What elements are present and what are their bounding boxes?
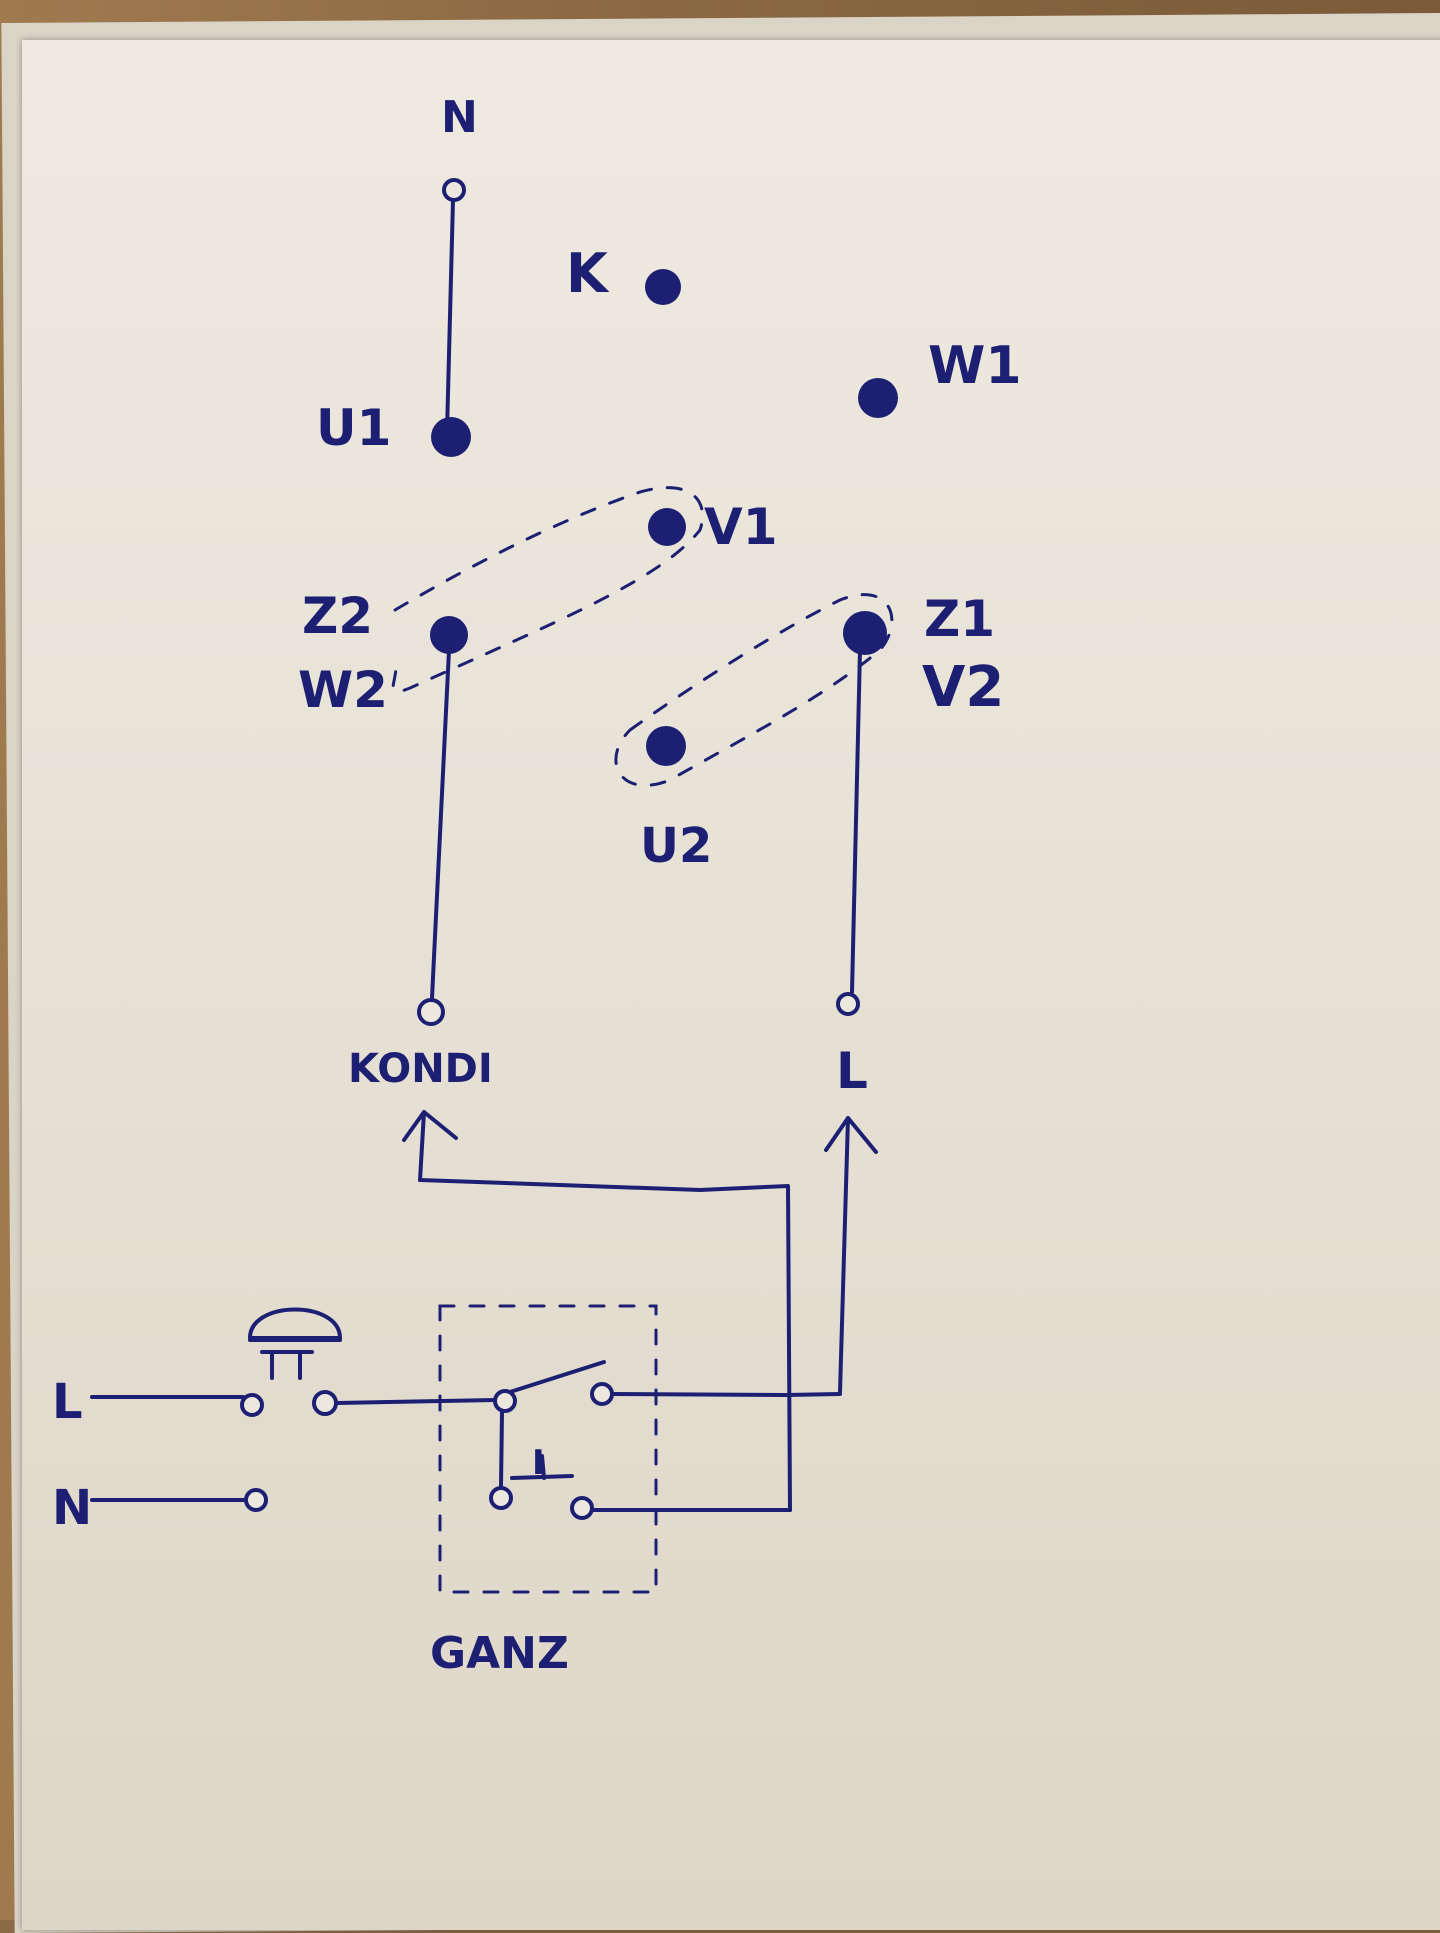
paper-sheet — [22, 40, 1440, 1930]
terminal-z1-v2 — [843, 611, 887, 655]
terminal-n-in — [244, 1488, 268, 1512]
switch-contact-i-right — [570, 1496, 594, 1520]
terminal-l-in — [240, 1393, 264, 1417]
wire-kondi-return — [418, 1178, 792, 1512]
label-k: K — [566, 242, 610, 305]
terminal-u2 — [646, 726, 686, 766]
label-l-terminal: L — [836, 1042, 868, 1100]
terminal-kondi — [417, 998, 445, 1026]
switch-contact-ii — [590, 1382, 614, 1406]
label-z1: Z1 — [924, 590, 995, 648]
terminal-v1 — [648, 508, 686, 546]
switch-stem — [499, 1410, 504, 1488]
terminal-l — [836, 992, 860, 1016]
label-v1: V1 — [704, 498, 778, 556]
stop-button-cap — [248, 1307, 342, 1340]
ganz-enclosure — [438, 1304, 658, 1594]
label-n-top: N — [441, 92, 478, 143]
label-z2: Z2 — [302, 587, 373, 645]
switch-blade — [508, 1360, 606, 1394]
switch-i-stem — [540, 1454, 546, 1480]
label-u1: U1 — [316, 399, 391, 457]
label-w1: W1 — [928, 336, 1022, 396]
wire-z1-l — [850, 648, 862, 994]
terminal-k — [645, 269, 681, 305]
arrow-to-kondi — [402, 1110, 458, 1182]
label-u2: U2 — [640, 818, 712, 874]
bridge-z2-v1 — [391, 486, 704, 694]
switch-contact-i-left — [489, 1486, 513, 1510]
wire-to-l-arrow — [784, 1392, 842, 1397]
terminal-u1 — [431, 417, 471, 457]
terminal-n-top — [442, 178, 466, 202]
wire-z2-kondi — [430, 648, 451, 1000]
wire-switch-ii — [610, 1392, 788, 1397]
bridge-z1-u2 — [614, 593, 894, 787]
label-switch-i: I — [532, 1443, 545, 1483]
label-w2: W2 — [298, 661, 388, 719]
terminal-l-out — [312, 1390, 338, 1416]
label-v2: V2 — [922, 655, 1004, 720]
arrow-to-l — [824, 1116, 878, 1394]
label-l-input: L — [52, 1374, 83, 1430]
label-n-input: N — [52, 1480, 92, 1536]
wire-n-u1 — [445, 198, 455, 434]
switch-common — [493, 1389, 517, 1413]
terminal-z2-w2 — [430, 616, 468, 654]
wire-to-switch — [335, 1398, 498, 1405]
label-kondi: KONDI — [348, 1046, 493, 1092]
terminal-w1 — [858, 378, 898, 418]
label-ganz: GANZ — [430, 1628, 569, 1679]
